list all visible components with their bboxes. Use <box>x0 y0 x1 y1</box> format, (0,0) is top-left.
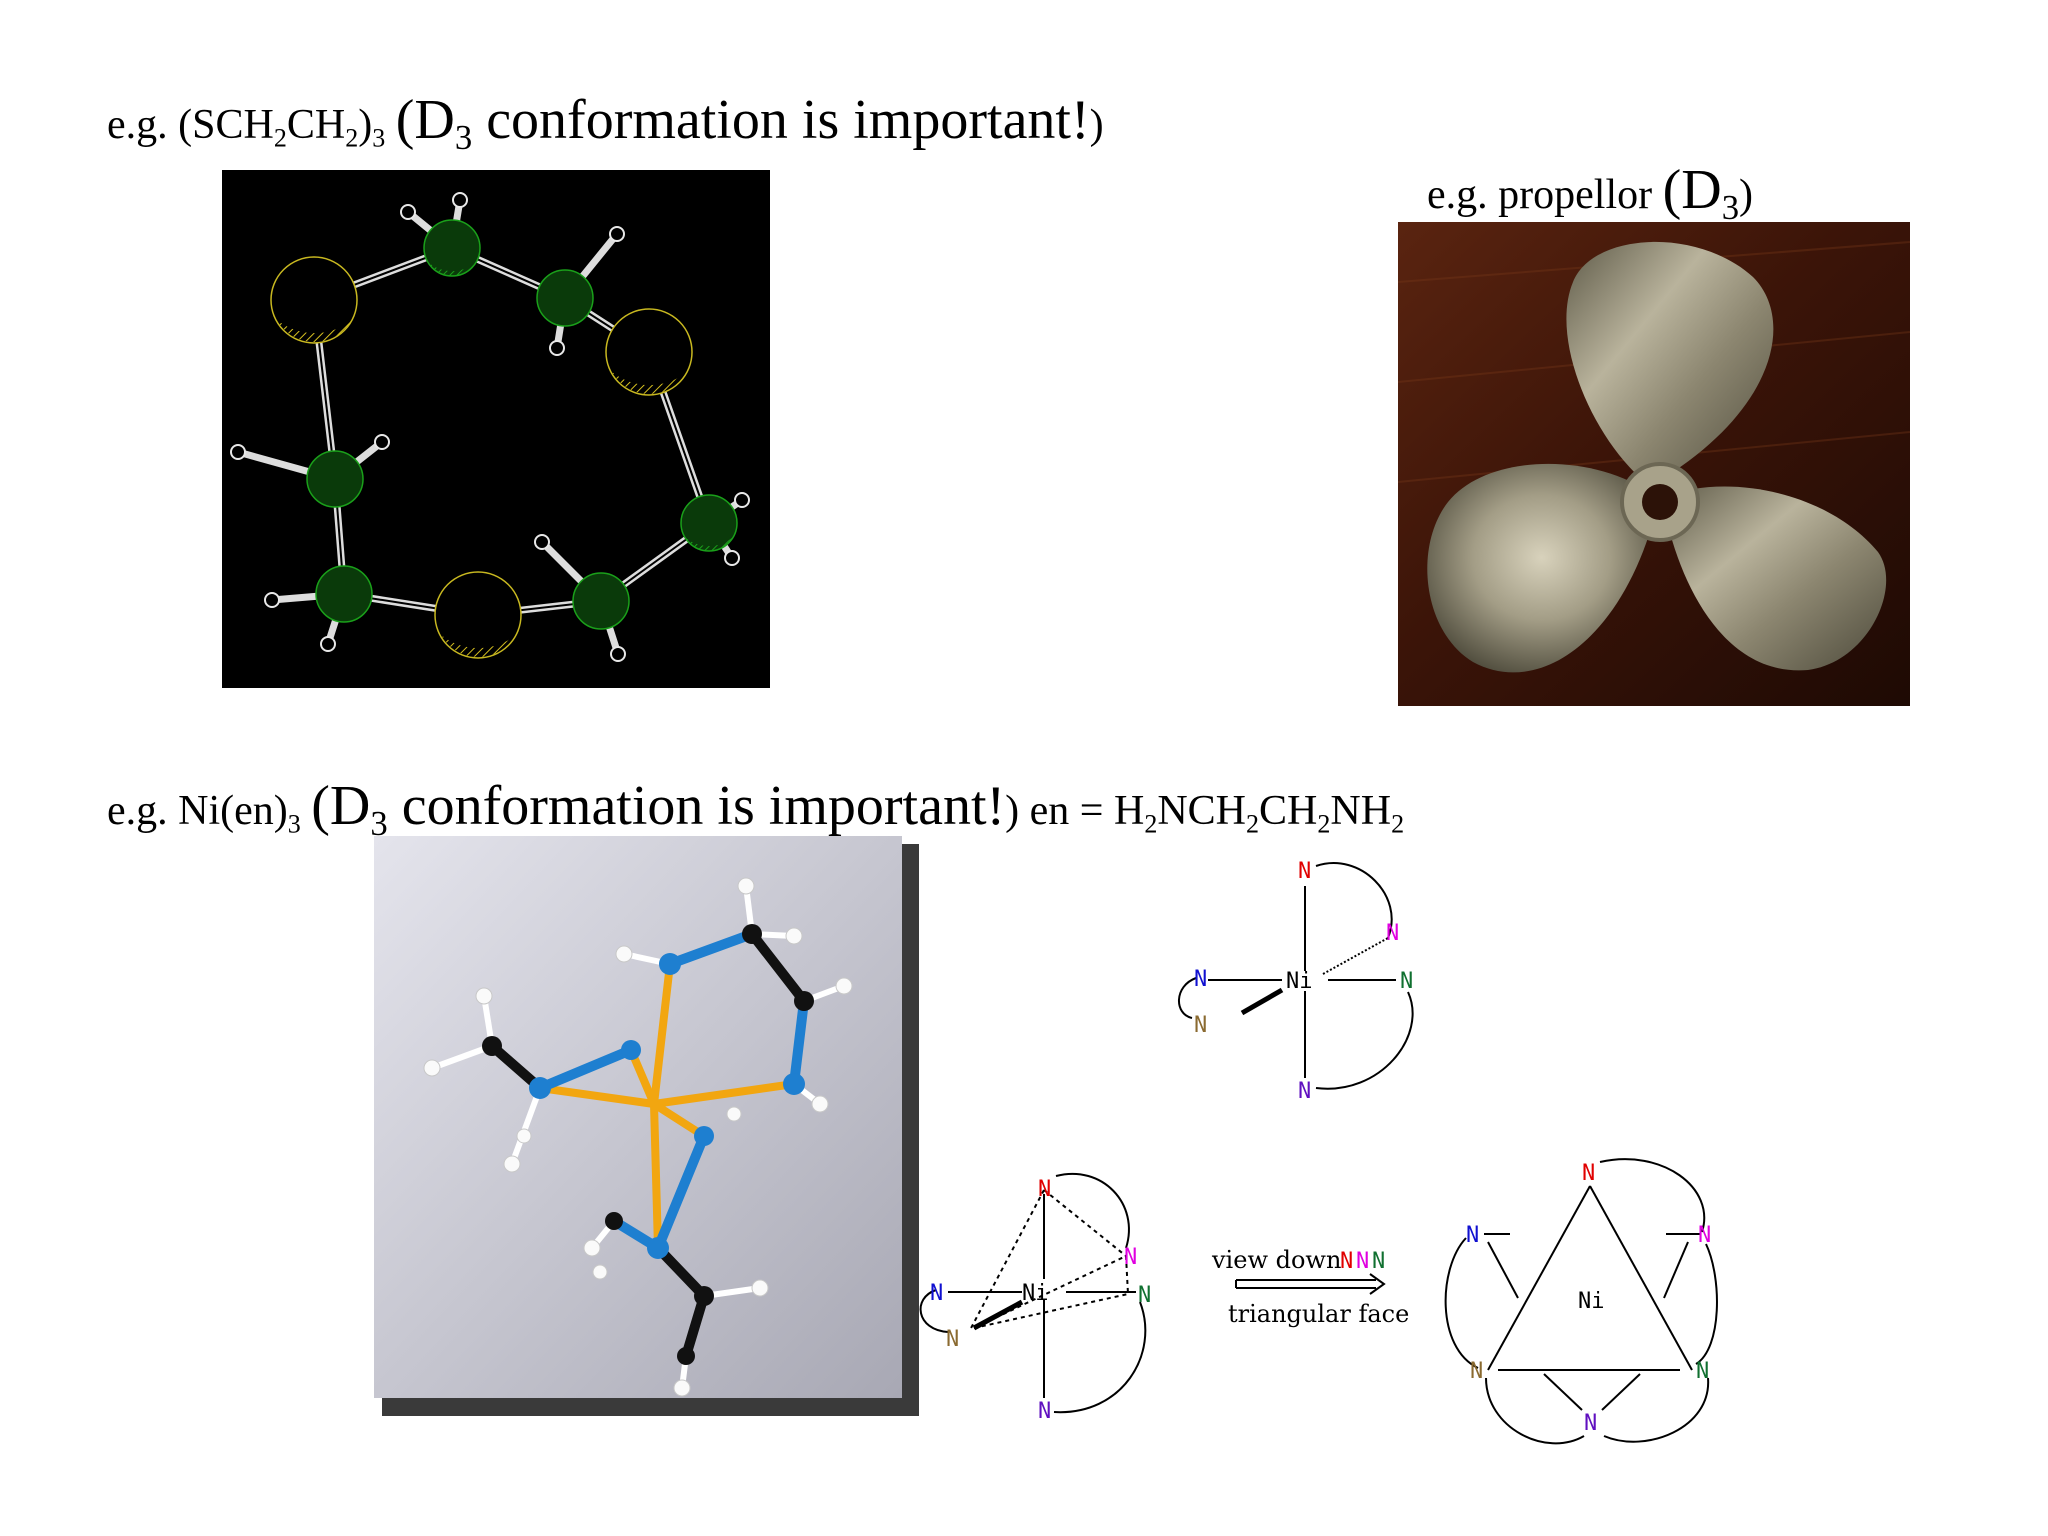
ni-atom-label: Ni <box>1578 1289 1605 1314</box>
triangular-view-diagram: N N N N N N Ni <box>1426 1148 1726 1460</box>
n-atom-label: N <box>1038 1177 1051 1202</box>
n-atom-label: N <box>1466 1223 1479 1248</box>
propellor-photo <box>1398 222 1910 706</box>
n-atom-label: N <box>1386 921 1399 946</box>
ni-en3-model-photo <box>374 836 919 1416</box>
n-atom-label: N <box>1582 1161 1595 1186</box>
triangular-face-label: triangular face <box>1228 1300 1409 1328</box>
thiacrown-molecule-image <box>222 170 770 688</box>
propellor-caption: e.g. propellor (D3) <box>1427 159 1754 228</box>
n-atom-label: N <box>1372 1249 1385 1274</box>
octahedral-faces-diagram: N N N N N N Ni <box>912 1164 1172 1436</box>
n-atom-label: N <box>1124 1245 1137 1270</box>
n-atom-label: N <box>1400 969 1413 994</box>
line-1-heading: e.g. (SCH2CH2)3 (D3 conformation is impo… <box>107 89 1104 158</box>
n-atom-label: N <box>1138 1283 1151 1308</box>
n-atom-label: N <box>1038 1399 1051 1424</box>
ni-atom-label: Ni <box>1286 969 1313 994</box>
octahedral-ni-diagram: N N N N N N Ni <box>1160 856 1440 1114</box>
n-atom-label: N <box>1194 1013 1207 1038</box>
n-atom-label: N <box>1340 1249 1353 1274</box>
n-atom-label: N <box>1470 1359 1483 1384</box>
right-arrow-icon <box>1235 1273 1386 1295</box>
ni-atom-label: Ni <box>1022 1281 1049 1306</box>
n-atom-label: N <box>946 1327 959 1352</box>
n-atom-label: N <box>1194 967 1207 992</box>
n-atom-label: N <box>1584 1411 1597 1436</box>
n-atom-label: N <box>1696 1359 1709 1384</box>
view-down-label: view down <box>1211 1246 1341 1274</box>
n-atom-label: N <box>930 1281 943 1306</box>
n-atom-label: N <box>1298 1079 1311 1104</box>
n-atom-label: N <box>1356 1249 1369 1274</box>
n-atom-label: N <box>1298 859 1311 884</box>
view-down-arrow-caption: view down N N N triangular face <box>1208 1240 1418 1336</box>
line-2-heading: e.g. Ni(en)3 (D3 conformation is importa… <box>107 775 1405 844</box>
n-atom-label: N <box>1698 1223 1711 1248</box>
